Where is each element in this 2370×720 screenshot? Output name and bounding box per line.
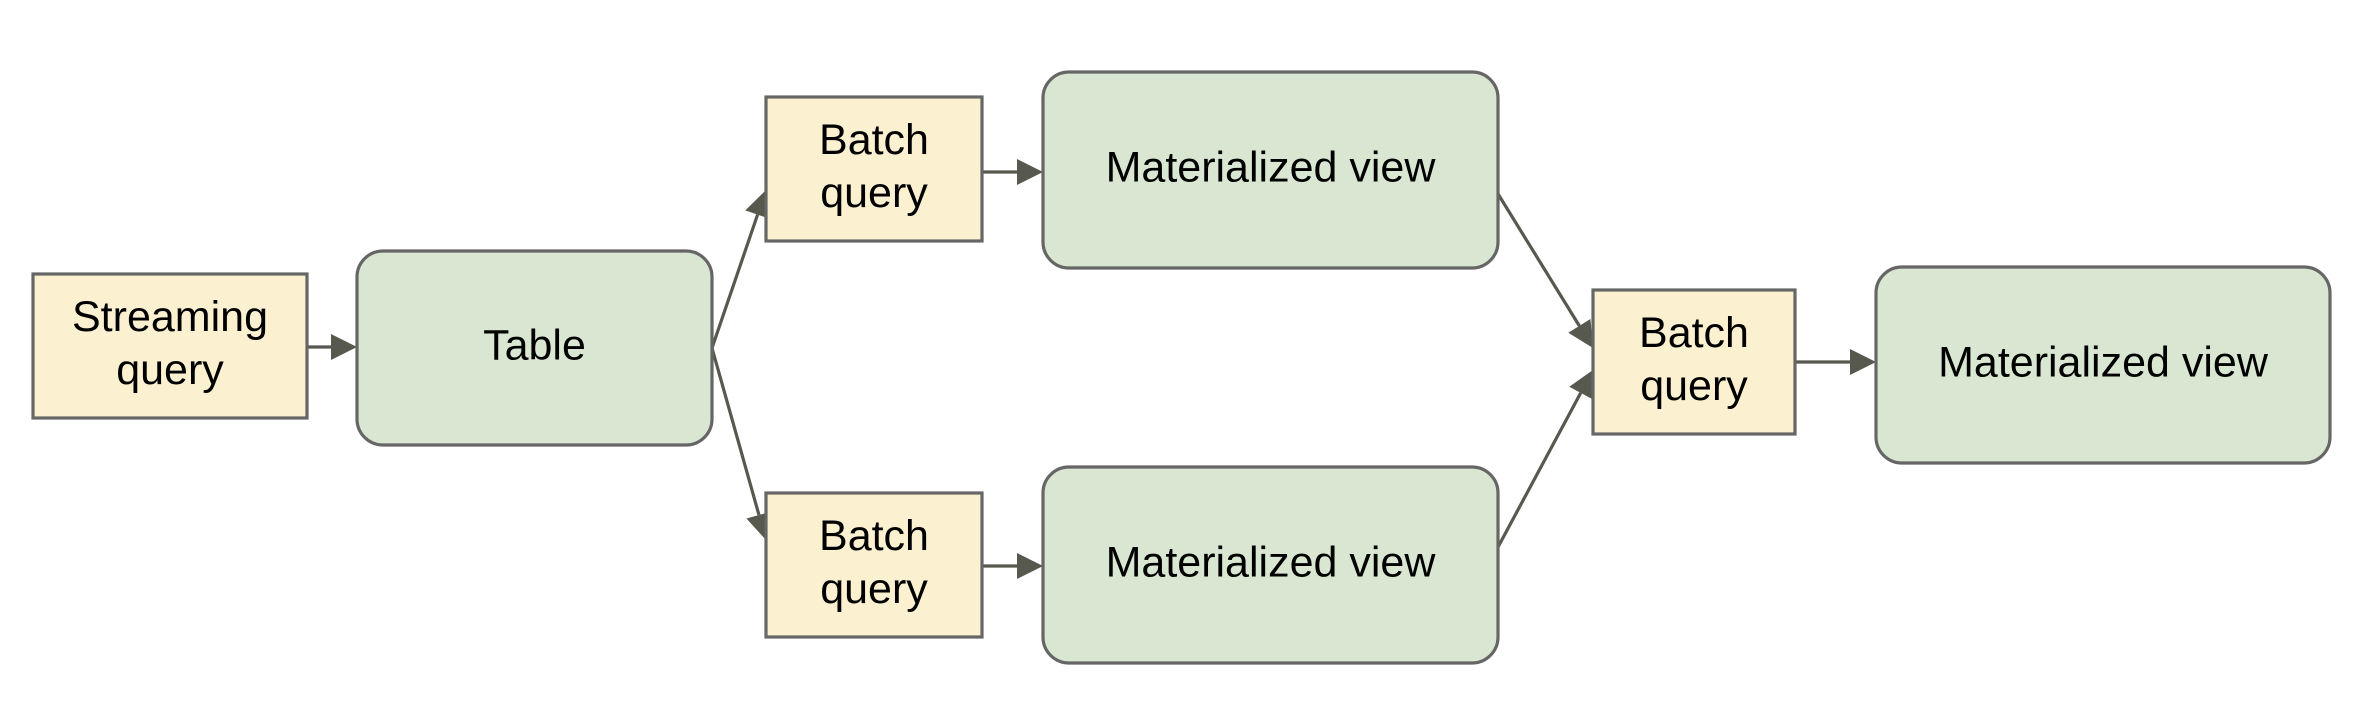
edge-batch-query-top-to-materialized-view-top [982, 159, 1043, 185]
node-label-batch-query-bottom-line1: Batch [819, 512, 929, 560]
node-label-batch-query-top-line1: Batch [819, 116, 929, 164]
node-shape-materialized-view-final[interactable] [1874, 265, 2332, 465]
node-label-batch-query-bottom-line2: query [820, 565, 928, 613]
node-label-streaming-query-line2: query [116, 346, 224, 394]
node-label-streaming-query-line1: Streaming [72, 293, 268, 341]
edge-batch-query-bottom-to-materialized-view-bottom [982, 553, 1043, 579]
node-shape-table[interactable] [355, 249, 714, 447]
node-shape-batch-query-top[interactable] [764, 95, 984, 243]
arrowhead-icon [1017, 159, 1043, 185]
node-batch-query-bottom[interactable]: Batch query [764, 491, 984, 639]
arrowhead-icon [745, 190, 770, 219]
node-label-materialized-view-final: Materialized view [1938, 338, 2269, 386]
arrowhead-icon [331, 334, 357, 360]
edges-layer [307, 159, 1876, 579]
node-label-table: Table [483, 321, 586, 369]
node-shape-batch-query-merge[interactable] [1591, 288, 1797, 436]
edge-table-to-batch-query-bottom [710, 347, 772, 540]
edge-materialized-view-bottom-to-batch-query-merge [1488, 370, 1593, 563]
node-shape-streaming-query[interactable] [31, 272, 309, 420]
node-label-batch-query-top-line2: query [820, 169, 928, 217]
arrowhead-icon [1568, 319, 1593, 348]
edge-batch-query-merge-to-materialized-view-final [1795, 349, 1876, 375]
node-batch-query-top[interactable]: Batch query [764, 95, 984, 243]
node-table[interactable]: Table [355, 249, 714, 447]
arrowhead-icon [1569, 370, 1593, 400]
node-label-materialized-view-top: Materialized view [1106, 143, 1437, 191]
nodes-layer: StreamingqueryTableBatchqueryMaterialize… [31, 70, 2332, 665]
node-shape-materialized-view-top[interactable] [1041, 70, 1500, 270]
node-shape-materialized-view-bottom[interactable] [1041, 465, 1500, 665]
node-materialized-view-final[interactable]: Materialized view [1874, 265, 2332, 465]
node-shape-batch-query-bottom[interactable] [764, 491, 984, 639]
arrowhead-icon [1850, 349, 1876, 375]
edge-table-to-batch-query-top [710, 190, 770, 349]
node-label-batch-query-merge-line2: query [1640, 362, 1748, 410]
edge-materialized-view-top-to-batch-query-merge [1485, 175, 1593, 348]
edge-line [1485, 175, 1581, 327]
arrowhead-icon [1017, 553, 1043, 579]
node-batch-query-merge[interactable]: Batch query [1591, 288, 1797, 436]
node-label-batch-query-merge-line1: Batch [1639, 309, 1749, 357]
edge-line [710, 347, 761, 516]
node-materialized-view-top[interactable]: Materialized view [1041, 70, 1500, 270]
edge-line [1488, 392, 1583, 563]
node-label-materialized-view-bottom: Materialized view [1106, 538, 1437, 586]
node-materialized-view-bottom[interactable]: Materialized view [1041, 465, 1500, 665]
edge-line [710, 214, 760, 349]
edge-streaming-query-to-table [307, 334, 357, 360]
node-streaming-query[interactable]: Streaming query [31, 272, 309, 420]
